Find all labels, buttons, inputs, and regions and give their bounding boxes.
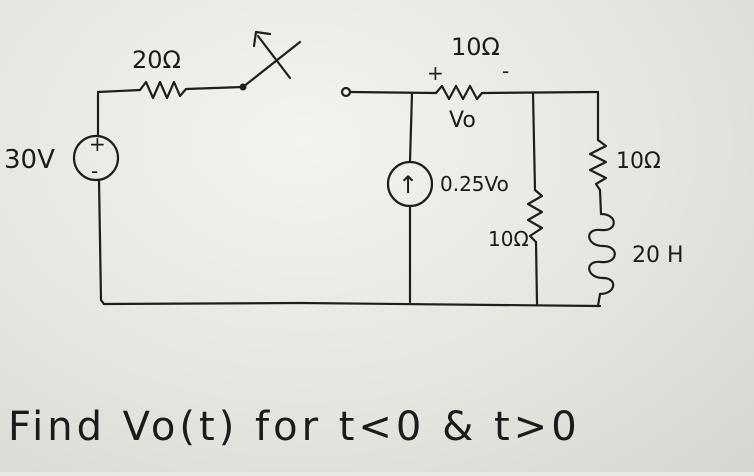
resistor-mid-label: 10Ω: [488, 227, 529, 251]
wire-left-bottom: [97, 178, 106, 306]
question-text: Find Vo(t) for t<0 & t>0: [8, 404, 581, 450]
vo-label: Vo: [449, 108, 476, 133]
inductor-label: 20 H: [632, 243, 684, 268]
wire-mid-top: [531, 91, 537, 192]
wire-top-left: [348, 90, 438, 95]
wire-mid-bottom: [534, 240, 539, 306]
voltage-source-symbol: [72, 134, 120, 182]
wire-cs-top: [408, 91, 414, 164]
wire-right-bottom: [596, 292, 602, 308]
resistor-20-ohm-label: 20Ω: [132, 46, 181, 74]
resistor-top-label: 10Ω: [451, 33, 500, 61]
resistor-right-10-ohm: [588, 138, 608, 192]
voltage-source-minus: -: [91, 159, 98, 183]
current-source-arrow: ↑: [398, 171, 418, 199]
vo-minus: -: [502, 59, 509, 83]
wire-bottom: [102, 301, 602, 308]
resistor-right-label: 10Ω: [616, 149, 661, 174]
wire-left-top: [96, 88, 142, 138]
switch-contact: [340, 86, 352, 98]
voltage-source-label: 30V: [4, 145, 55, 175]
current-source-label: 0.25Vo: [440, 172, 509, 196]
wire-top-right: [480, 90, 600, 95]
switch-arrow-head: [252, 30, 272, 48]
voltage-source-plus: +: [89, 132, 106, 156]
resistor-20-ohm: [138, 80, 245, 100]
wire-right-mid: [598, 188, 603, 216]
switch-blade: [241, 40, 302, 89]
vo-plus: +: [427, 61, 444, 85]
resistor-top-10-ohm: [434, 84, 484, 101]
resistor-mid-10-ohm: [526, 188, 544, 244]
inductor-20-h: [588, 212, 616, 296]
switch-action-arrow: [256, 34, 292, 80]
